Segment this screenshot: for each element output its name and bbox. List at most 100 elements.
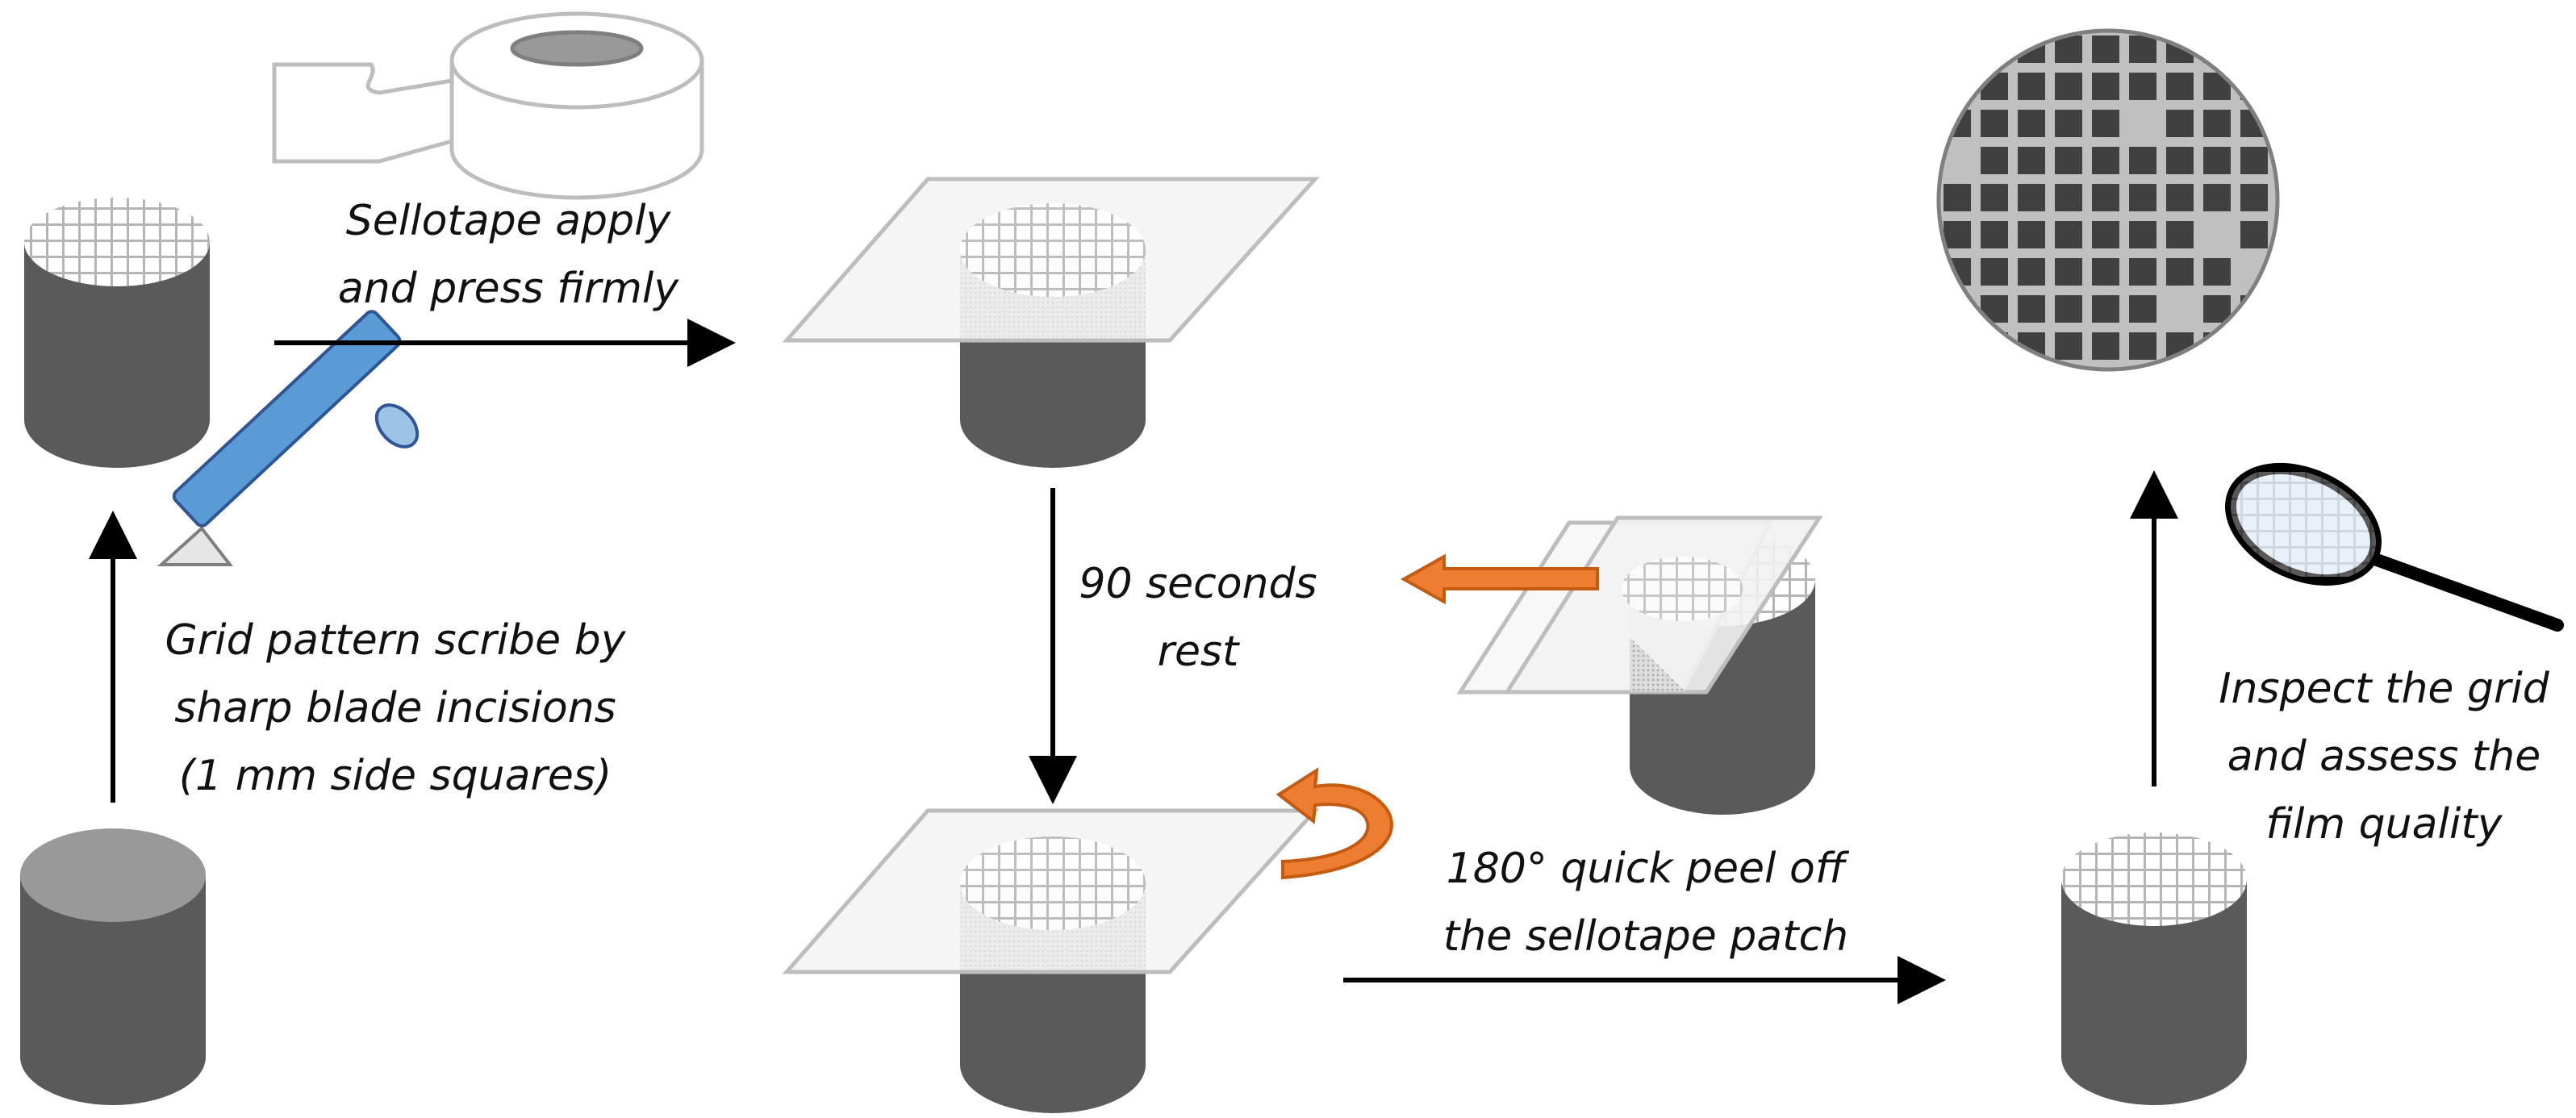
inspection-cell [2166, 258, 2194, 286]
inspection-cell [1981, 369, 2008, 397]
inspection-cell [2277, 332, 2305, 360]
inspection-cell [2166, 221, 2194, 248]
inspection-cell [2203, 184, 2231, 211]
inspection-cell [1943, 73, 1971, 100]
label-inspect-line2: and assess the [2227, 732, 2541, 781]
label-grid-scribe-line2: sharp blade incisions [174, 684, 616, 732]
inspection-cell [2129, 258, 2156, 286]
inspection-cell [2092, 147, 2119, 174]
inspection-cell [2018, 221, 2045, 248]
peel-direction-arrow [1400, 553, 1599, 605]
inspection-cell [1981, 147, 2008, 174]
inspection-cell [2203, 369, 2231, 397]
inspection-cell [2203, 295, 2231, 323]
inspection-cell [2129, 73, 2156, 100]
inspection-cell [1981, 110, 2008, 137]
inspection-cell [2166, 110, 2194, 137]
inspection-cell [2277, 147, 2305, 174]
inspection-cell [2277, 35, 2305, 63]
inspection-cell [1981, 184, 2008, 211]
inspection-cell [2277, 221, 2305, 248]
inspection-cell [2129, 110, 2156, 137]
label-grid-scribe: Grid pattern scribe by sharp blade incis… [145, 607, 645, 810]
label-rest-line1: 90 seconds [1079, 560, 1317, 608]
inspection-cell [2129, 332, 2156, 360]
label-inspect-line1: Inspect the grid [2219, 665, 2549, 713]
inspection-cell [2129, 295, 2156, 323]
inspection-cell [2055, 258, 2082, 286]
label-inspect: Inspect the grid and assess the film qua… [2194, 655, 2574, 858]
inspection-cell [2277, 110, 2305, 137]
inspection-cell [2166, 369, 2194, 397]
inspection-cell [2092, 258, 2119, 286]
inspection-cell [1943, 221, 1971, 248]
inspection-cell [2129, 35, 2156, 63]
inspection-cell [2240, 369, 2268, 397]
inspection-cell [1981, 258, 2008, 286]
inspection-cell [2092, 369, 2119, 397]
inspection-cell [2092, 221, 2119, 248]
inspection-cell [2166, 147, 2194, 174]
label-grid-scribe-line1: Grid pattern scribe by [165, 616, 626, 665]
inspection-cell [1981, 221, 2008, 248]
label-peel-off-line2: the sellotape patch [1442, 912, 1849, 961]
inspection-grid-view [1936, 28, 2305, 397]
inspection-cell [2018, 369, 2045, 397]
inspection-cell [2055, 147, 2082, 174]
inspection-cell [2018, 110, 2045, 137]
inspection-cell [2018, 73, 2045, 100]
peel-arrow-icon [1275, 767, 1393, 880]
inspection-cell [2055, 295, 2082, 323]
sellotape-roll-icon [272, 11, 704, 200]
label-rest: 90 seconds rest [1065, 550, 1331, 686]
inspection-cell [2092, 110, 2119, 137]
inspection-cell [2092, 184, 2119, 211]
inspection-cell [2240, 184, 2268, 211]
inspection-cell [1981, 35, 2008, 63]
label-rest-line2: rest [1157, 628, 1239, 676]
inspection-cell [2129, 369, 2156, 397]
inspection-cell [1981, 332, 2008, 360]
inspection-cell [2166, 295, 2194, 323]
cylinder-tape-rest [782, 808, 1320, 1113]
inspection-cell [2203, 147, 2231, 174]
inspection-cell [2055, 110, 2082, 137]
inspection-cell [2092, 35, 2119, 63]
inspection-cell [2055, 73, 2082, 100]
inspection-cell [2203, 221, 2231, 248]
inspection-cell [2240, 221, 2268, 248]
inspection-cell [2166, 184, 2194, 211]
label-peel-off: 180° quick peel off the sellotape patch [1416, 835, 1876, 970]
inspection-cell [2277, 184, 2305, 211]
inspection-cell [2018, 295, 2045, 323]
inspection-cell [2055, 221, 2082, 248]
inspection-cell [2240, 147, 2268, 174]
cylinder-scribed [24, 198, 210, 468]
label-sellotape-apply-line1: Sellotape apply [345, 197, 671, 245]
inspection-cell [2277, 73, 2305, 100]
inspection-cell [2203, 35, 2231, 63]
inspection-cell [1943, 35, 1971, 63]
inspection-cell [2055, 332, 2082, 360]
label-peel-off-line1: 180° quick peel off [1446, 845, 1846, 893]
inspection-cell [2277, 369, 2305, 397]
label-sellotape-apply: Sellotape apply and press firmly [307, 187, 710, 323]
inspection-cell [2018, 258, 2045, 286]
inspection-cell [1943, 295, 1971, 323]
label-sellotape-apply-line2: and press firmly [337, 265, 679, 313]
label-inspect-line3: film quality [2265, 800, 2503, 849]
inspection-cell [2166, 73, 2194, 100]
inspection-cell [2240, 35, 2268, 63]
cylinder-plain [20, 828, 206, 1105]
cylinder-tape-applied [782, 177, 1320, 468]
inspection-cell [2240, 73, 2268, 100]
inspection-cell [2129, 147, 2156, 174]
label-grid-scribe-line3: (1 mm side squares) [178, 752, 612, 800]
inspection-cell [2240, 332, 2268, 360]
inspection-cell [2203, 110, 2231, 137]
magnifying-glass-icon [2223, 462, 2564, 632]
inspection-cell [2092, 332, 2119, 360]
inspection-cell [2203, 258, 2231, 286]
inspection-cell [1943, 184, 1971, 211]
